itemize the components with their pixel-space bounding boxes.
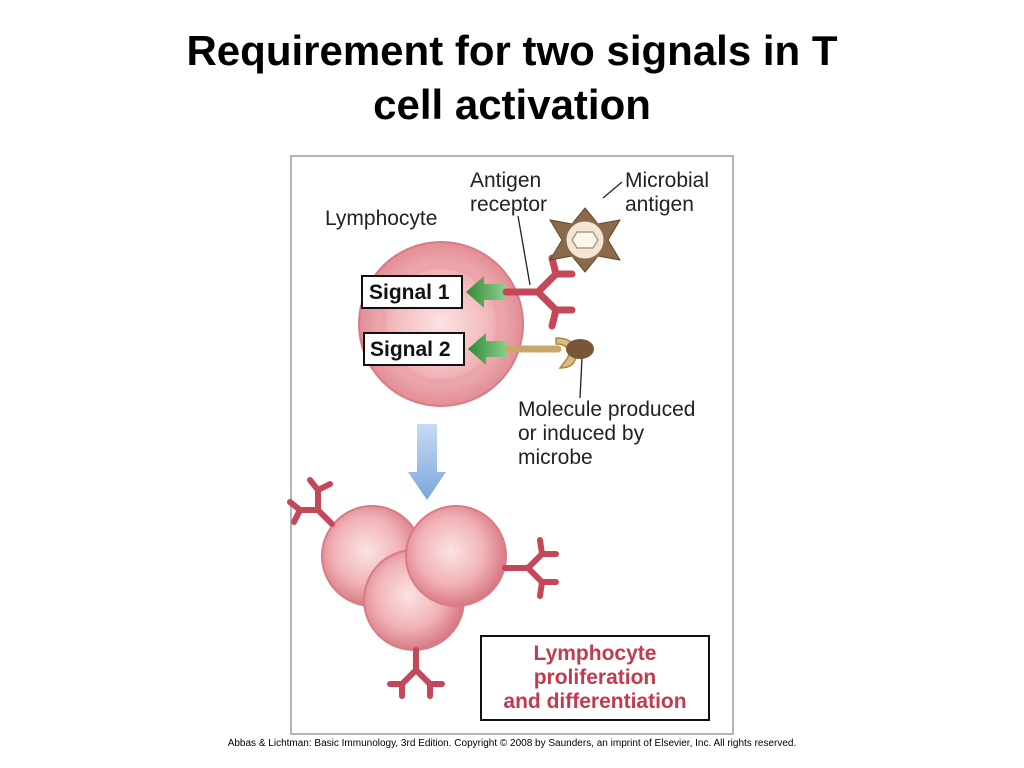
lymphocyte-nucleus [380,263,502,385]
signal-1-box [361,275,463,309]
daughter-cell-3 [405,505,507,607]
molecule-leader [579,357,583,399]
signal-2-arrow [468,333,508,365]
copyright-caption: Abbas & Lichtman: Basic Immunology, 3rd … [227,738,797,749]
molecule-label-line3: microbe [518,446,593,469]
result-label-line2: proliferation [534,666,657,689]
daughter-receptor-right [502,537,559,599]
result-box [480,635,710,721]
molecule-label-line2: or induced by [518,422,645,445]
antigen-receptor-label-line2: receptor [470,193,547,216]
slide-title: Requirement for two signals in T cell ac… [112,24,912,132]
signal-2-label: Signal 2 [370,338,451,361]
signal-1-label: Signal 1 [369,281,450,304]
signal-1-arrow [466,276,506,308]
microbial-antigen-icon [549,207,621,273]
daughter-receptor-left [287,477,335,527]
costimulatory-receptor-icon [504,337,594,369]
proliferating-cells [321,505,507,651]
result-label-line3: and differentiation [503,690,686,713]
daughter-receptor-bottom [387,647,445,699]
microbial-antigen-label-line1: Microbial [625,169,709,192]
antigen-receptor-leader [517,215,531,286]
molecule-label-line1: Molecule produced [518,398,695,421]
signal-2-box [363,332,465,366]
proliferation-arrow [408,424,446,500]
antigen-receptor-label-line1: Antigen [470,169,541,192]
lymphocyte-label: Lymphocyte [325,207,437,230]
result-label-line1: Lymphocyte [534,642,657,665]
microbial-antigen-label-line2: antigen [625,193,694,216]
microbial-antigen-leader [602,181,623,199]
title-line-2: cell activation [373,81,651,128]
title-line-1: Requirement for two signals in T [186,27,838,74]
antigen-receptor-icon [502,254,576,330]
